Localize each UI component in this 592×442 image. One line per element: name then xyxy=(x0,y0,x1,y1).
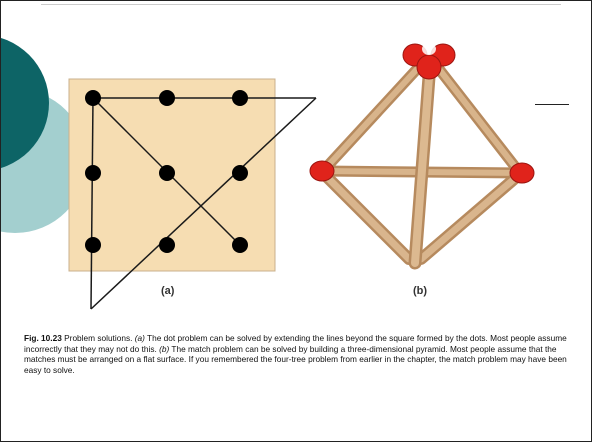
dot xyxy=(85,165,101,181)
figure-label-a: (a) xyxy=(161,285,175,297)
top-rule xyxy=(41,4,561,5)
matchstick xyxy=(319,169,413,263)
matchstick xyxy=(411,73,433,267)
dark-teal-circle xyxy=(1,38,49,168)
short-rule xyxy=(535,104,569,105)
matchstick xyxy=(320,66,420,174)
decorative-circles xyxy=(1,38,87,233)
dot xyxy=(232,90,248,106)
dot xyxy=(85,90,101,106)
dot xyxy=(159,165,175,181)
match-head xyxy=(416,54,442,80)
figure-caption: Fig. 10.23 Problem solutions. (a) The do… xyxy=(24,333,574,375)
matchstick xyxy=(436,66,523,176)
caption-number: Fig. 10.23 xyxy=(24,333,62,343)
match-head xyxy=(509,162,535,184)
caption-text-a: The dot problem can be solved by extendi… xyxy=(24,333,567,354)
matchsticks xyxy=(317,63,526,270)
dot xyxy=(159,90,175,106)
dot xyxy=(159,237,175,253)
dot-grid xyxy=(85,90,248,253)
matchstick xyxy=(417,170,524,263)
caption-marker-a: (a) xyxy=(134,333,145,343)
solution-line-left xyxy=(90,97,94,310)
dot xyxy=(232,237,248,253)
dot-problem-figure xyxy=(68,78,317,310)
match-heads xyxy=(309,43,535,184)
match-pyramid-figure xyxy=(309,43,535,270)
caption-marker-b: (b) xyxy=(159,343,170,354)
figure-label-b: (b) xyxy=(413,285,428,297)
solution-line-diagonal-long xyxy=(90,97,317,310)
match-head-highlight xyxy=(422,43,436,55)
caption-text-b: The match problem can be solved by build… xyxy=(24,343,567,375)
caption-title: Problem solutions. xyxy=(64,333,133,343)
match-head xyxy=(309,160,335,182)
dot xyxy=(232,165,248,181)
dot xyxy=(85,237,101,253)
